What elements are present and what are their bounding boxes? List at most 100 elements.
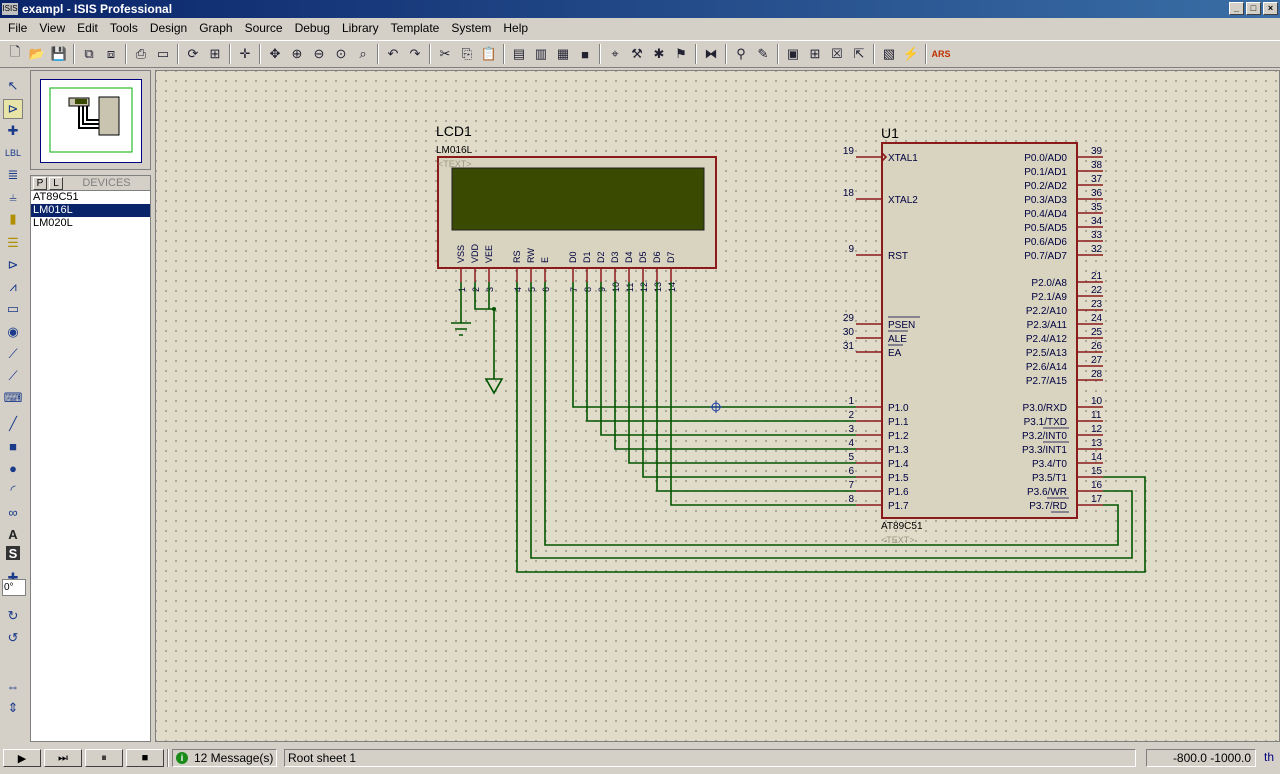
- save-icon[interactable]: 💾: [50, 46, 68, 61]
- toolbar-separator: [125, 44, 127, 64]
- block-move-icon[interactable]: ▥: [534, 46, 548, 61]
- wire-autorouter-icon[interactable]: ⧓: [704, 46, 718, 61]
- search-tag-icon[interactable]: ⚲: [736, 46, 746, 61]
- print-area-icon[interactable]: ▭: [156, 46, 170, 61]
- redraw-icon[interactable]: ⟳: [187, 46, 199, 61]
- origin-icon[interactable]: ✛: [239, 46, 251, 61]
- zoom-in-icon[interactable]: ⊕: [291, 46, 303, 61]
- device-item[interactable]: AT89C51: [33, 191, 79, 203]
- stop-button[interactable]: ■: [126, 749, 164, 767]
- open-folder-icon[interactable]: 📂: [28, 46, 46, 61]
- zoom-area-icon[interactable]: ⌕: [359, 46, 367, 61]
- line-tool-icon[interactable]: ╱: [9, 416, 17, 431]
- maximize-button[interactable]: □: [1246, 2, 1261, 15]
- exit-to-parent-icon[interactable]: ⇱: [853, 46, 865, 61]
- rotate-anticlockwise-icon[interactable]: ↺: [7, 630, 19, 645]
- remove-sheet-icon[interactable]: ☒: [831, 46, 843, 61]
- redo-icon[interactable]: ↷: [409, 46, 421, 61]
- decompose-icon[interactable]: ⚑: [675, 46, 687, 61]
- make-device-icon[interactable]: ⚒: [631, 46, 643, 61]
- pick-device-icon[interactable]: ⌖: [611, 46, 619, 61]
- play-icon: ▶: [17, 752, 27, 765]
- overview-map[interactable]: [40, 79, 142, 163]
- text-tool-icon[interactable]: A: [8, 526, 18, 542]
- menu-view[interactable]: View: [39, 21, 66, 35]
- symbol-tool-icon[interactable]: S: [6, 546, 20, 561]
- box-tool-icon[interactable]: ■: [9, 438, 17, 454]
- menu-library[interactable]: Library: [341, 21, 379, 35]
- undo-icon[interactable]: ↶: [387, 46, 399, 61]
- mirror-horizontal-icon[interactable]: ⇔: [6, 678, 20, 694]
- voltage-probe-icon[interactable]: ⟋: [8, 346, 18, 361]
- path-tool-icon[interactable]: ∞: [8, 504, 18, 520]
- graph-mode-icon[interactable]: ⩘: [9, 279, 17, 294]
- pick-devices-button[interactable]: P: [33, 176, 47, 190]
- library-manager-button[interactable]: L: [49, 176, 63, 190]
- app-icon: ISIS: [2, 3, 18, 15]
- property-tool-icon[interactable]: ✎: [757, 46, 769, 61]
- menu-design[interactable]: Design: [149, 21, 188, 35]
- menu-template[interactable]: Template: [390, 21, 440, 35]
- zoom-out-icon[interactable]: ⊖: [313, 46, 325, 61]
- mirror-vertical-icon[interactable]: ⇕: [7, 700, 19, 715]
- new-file-icon[interactable]: 🗋: [9, 44, 21, 59]
- marker-tool-icon[interactable]: ✚: [7, 570, 19, 585]
- menu-system[interactable]: System: [451, 21, 492, 35]
- generator-icon[interactable]: ◉: [7, 324, 19, 339]
- print-icon[interactable]: ⎙: [135, 46, 147, 61]
- device-pins-icon[interactable]: ⊳: [7, 257, 19, 272]
- netlist-to-ares-icon[interactable]: ARS: [931, 49, 951, 59]
- rotate-clockwise-icon[interactable]: ↻: [7, 608, 19, 623]
- pan-icon[interactable]: ✥: [269, 46, 281, 61]
- menu-edit[interactable]: Edit: [77, 21, 98, 35]
- junction-dot-icon[interactable]: ✚: [7, 123, 19, 138]
- messages-panel[interactable]: i 12 Message(s): [172, 749, 278, 767]
- terminals-icon[interactable]: ☰: [7, 235, 19, 250]
- overview-window[interactable]: [30, 70, 151, 170]
- block-copy-icon[interactable]: ▤: [512, 46, 526, 61]
- current-probe-icon[interactable]: ⟋: [8, 368, 18, 383]
- menu-tools[interactable]: Tools: [109, 21, 138, 35]
- buses-icon[interactable]: ⫨: [9, 189, 17, 204]
- menu-graph[interactable]: Graph: [199, 21, 233, 35]
- play-button[interactable]: ▶: [3, 749, 41, 767]
- circle-tool-icon[interactable]: ●: [9, 460, 17, 476]
- import-icon[interactable]: ⧉: [84, 46, 94, 61]
- export-icon[interactable]: ⧈: [106, 46, 116, 61]
- tape-recorder-icon[interactable]: ▭: [6, 301, 20, 316]
- packaging-tool-icon[interactable]: ✱: [653, 46, 665, 61]
- cut-icon[interactable]: ✂: [439, 46, 451, 61]
- device-item[interactable]: LM020L: [33, 217, 73, 229]
- copy-icon[interactable]: ⎘: [461, 46, 473, 61]
- menu-debug[interactable]: Debug: [294, 21, 330, 35]
- mcu-pin-name: P1.1: [888, 417, 909, 428]
- close-button[interactable]: ×: [1263, 2, 1278, 15]
- menu-source[interactable]: Source: [244, 21, 283, 35]
- pause-button[interactable]: ⏸: [85, 749, 123, 767]
- grid-icon[interactable]: ⊞: [209, 46, 221, 61]
- mcu-pin-name: P0.0/AD0: [1024, 153, 1067, 164]
- block-rotate-icon[interactable]: ▦: [556, 46, 570, 61]
- device-item[interactable]: LM016L: [31, 204, 150, 217]
- step-button[interactable]: ⏭: [44, 749, 82, 767]
- block-delete-icon[interactable]: ■: [581, 46, 589, 62]
- new-sheet-icon[interactable]: ▣: [786, 46, 800, 61]
- zoom-all-icon[interactable]: ⊙: [335, 46, 347, 61]
- text-script-icon[interactable]: ≣: [7, 167, 19, 182]
- virtual-instruments-icon[interactable]: ⌨: [3, 390, 23, 405]
- wire-label-icon[interactable]: LBL: [4, 148, 21, 158]
- rotation-angle-input[interactable]: [2, 579, 26, 596]
- arc-tool-icon[interactable]: ◜: [10, 482, 16, 497]
- add-sheet-icon[interactable]: ⊞: [809, 46, 821, 61]
- subcircuit-icon[interactable]: ▮: [9, 211, 17, 226]
- toolbar-separator: [873, 44, 875, 64]
- menu-file[interactable]: File: [8, 21, 28, 35]
- electrical-rules-icon[interactable]: ⚡: [902, 46, 920, 61]
- component-mode-icon[interactable]: ⊳: [3, 99, 23, 119]
- menu-help[interactable]: Help: [503, 21, 529, 35]
- minimize-button[interactable]: _: [1229, 2, 1244, 15]
- selection-mode-icon[interactable]: ↖: [7, 78, 19, 93]
- bill-of-materials-icon[interactable]: ▧: [882, 46, 896, 61]
- paste-icon[interactable]: 📋: [480, 46, 498, 61]
